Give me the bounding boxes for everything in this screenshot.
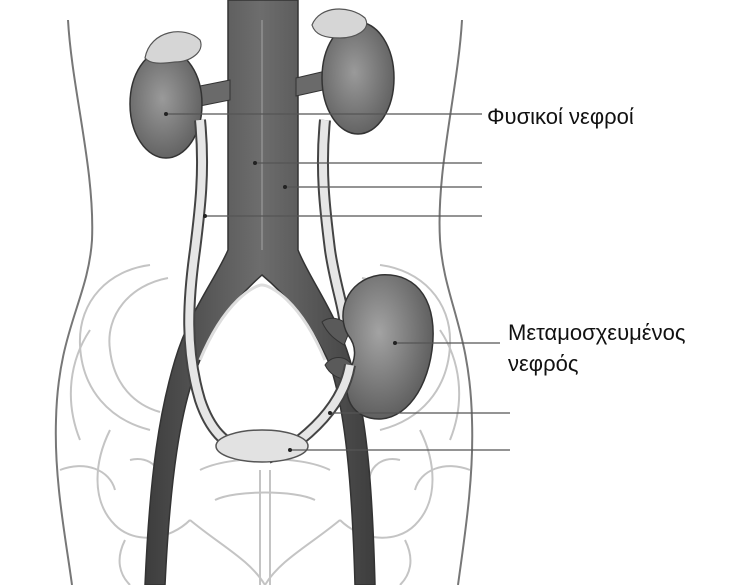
transplanted-kidney: [343, 275, 433, 419]
native-kidney-right: [322, 22, 394, 134]
adrenal-right: [312, 9, 367, 38]
adrenal-left: [145, 32, 201, 63]
label-transplanted-kidney-line2: νεφρός: [508, 348, 685, 379]
label-transplanted-kidney: Μεταμοσχευμένος νεφρός: [508, 317, 685, 379]
body-outline-right: [440, 20, 473, 585]
bladder: [216, 430, 308, 462]
label-native-kidneys: Φυσικοί νεφροί: [487, 103, 634, 131]
label-transplanted-kidney-line1: Μεταμοσχευμένος: [508, 317, 685, 348]
native-kidney-left: [130, 50, 202, 158]
body-outline-left: [56, 20, 92, 585]
